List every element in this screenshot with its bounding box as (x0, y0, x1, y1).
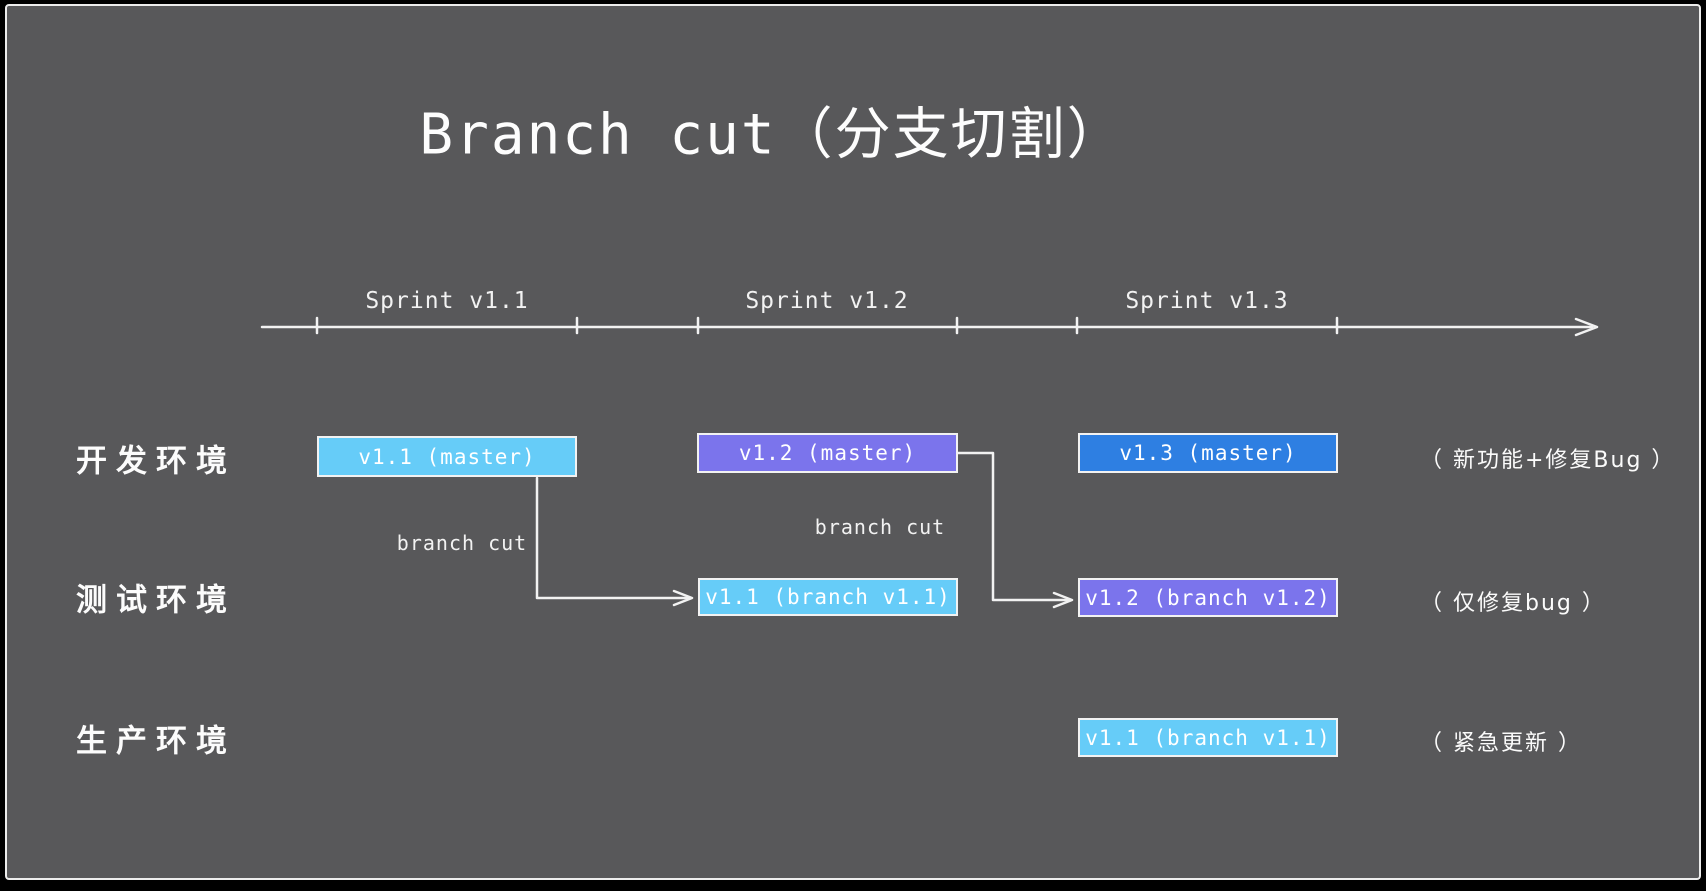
timeline-tick-marks (315, 316, 1339, 335)
box-label: v1.1 (branch v1.1) (705, 585, 951, 609)
annotation-dev: （ 新功能+修复Bug ） (1420, 448, 1676, 473)
box-label: v1.1 (branch v1.1) (1085, 725, 1331, 750)
timeline-arrowhead-icon (1574, 317, 1599, 337)
box-label: v1.2 (master) (738, 441, 917, 465)
row-label-test-env: 测试环境 (76, 582, 236, 619)
box-v1-1-branch-prod: v1.1 (branch v1.1) (1078, 718, 1338, 757)
box-v1-2-master: v1.2 (master) (697, 433, 958, 473)
sprint-label-v1-1: Sprint v1.1 (365, 288, 529, 314)
annotation-test: （ 仅修复bug ） (1420, 591, 1606, 616)
annotation-prod: （ 紧急更新 ） (1420, 731, 1582, 756)
box-v1-1-branch: v1.1 (branch v1.1) (698, 578, 958, 616)
page-title: Branch cut（分支切割） (419, 102, 1125, 168)
branch-cut-arrow-2 (956, 451, 1074, 609)
box-label: v1.1 (master) (358, 444, 536, 469)
branch-cut-label-2: branch cut (814, 515, 946, 539)
branch-cut-arrow-1 (535, 476, 694, 607)
box-label: v1.3 (master) (1119, 441, 1297, 465)
branch-cut-label-1: branch cut (396, 531, 528, 555)
row-label-dev-env: 开发环境 (76, 443, 236, 480)
box-v1-1-master: v1.1 (master) (317, 436, 577, 477)
box-v1-2-branch: v1.2 (branch v1.2) (1078, 578, 1338, 617)
box-v1-3-master: v1.3 (master) (1078, 433, 1338, 473)
sprint-label-v1-2: Sprint v1.2 (745, 288, 909, 314)
box-label: v1.2 (branch v1.2) (1085, 585, 1331, 610)
sprint-label-v1-3: Sprint v1.3 (1125, 288, 1289, 314)
row-label-prod-env: 生产环境 (76, 723, 236, 760)
